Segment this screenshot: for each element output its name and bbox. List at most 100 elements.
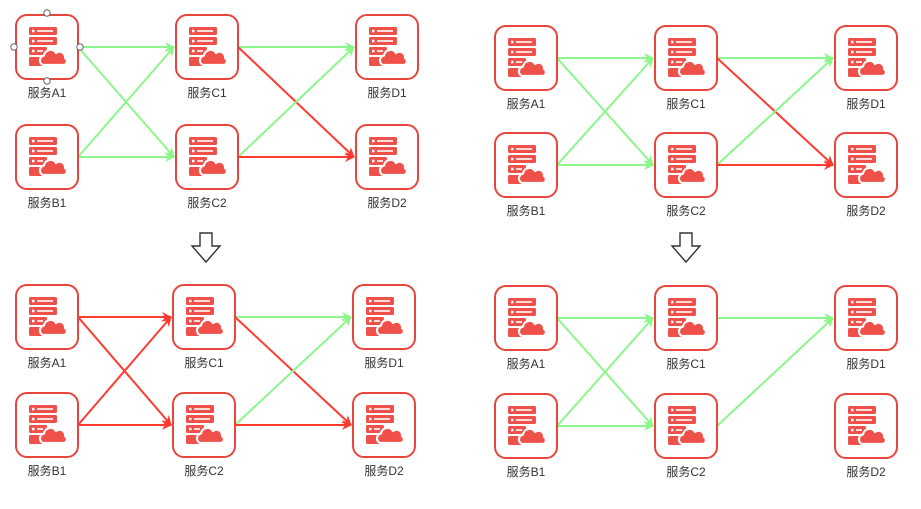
service-node-label: 服务C2 [666,464,706,479]
down-arrow-icon [670,232,702,264]
service-node-d2[interactable]: 服务D2 [352,392,416,478]
service-node-d2[interactable]: 服务D2 [834,132,898,218]
server-cloud-icon [29,27,68,67]
service-node-label: 服务D2 [364,463,404,478]
resize-handle[interactable] [43,77,51,85]
server-cloud-icon [668,145,707,185]
service-node-a1[interactable]: 服务A1 [15,14,79,100]
service-node-label: 服务D2 [367,195,407,210]
service-node-frame [494,25,558,91]
service-node-frame [494,132,558,198]
server-cloud-icon [186,297,225,337]
service-node-d1[interactable]: 服务D1 [834,285,898,371]
server-cloud-icon [29,297,68,337]
service-node-frame [834,132,898,198]
service-node-frame [15,284,79,350]
service-node-c1[interactable]: 服务C1 [175,14,239,100]
resize-handle[interactable] [76,43,84,51]
service-node-d2[interactable]: 服务D2 [834,393,898,479]
selection-handles[interactable] [10,9,84,85]
service-node-label: 服务A1 [28,85,67,100]
service-node-frame [172,284,236,350]
service-node-label: 服务C2 [187,195,227,210]
server-cloud-icon [508,298,547,338]
service-node-frame [175,14,239,80]
service-node-label: 服务B1 [507,203,546,218]
edge-failed[interactable] [77,316,172,426]
service-node-frame [175,124,239,190]
resize-handle[interactable] [43,9,51,17]
service-node-label: 服务C1 [666,356,706,371]
service-node-frame [15,124,79,190]
service-node-frame [352,392,416,458]
service-node-frame [654,393,718,459]
edge-healthy[interactable] [556,317,654,427]
service-node-label: 服务B1 [28,195,67,210]
service-node-d2[interactable]: 服务D2 [355,124,419,210]
service-node-label: 服务A1 [507,356,546,371]
server-cloud-icon [369,137,408,177]
service-node-d1[interactable]: 服务D1 [352,284,416,370]
server-cloud-icon [189,27,228,67]
service-node-c2[interactable]: 服务C2 [654,393,718,479]
edge-healthy[interactable] [716,57,834,166]
service-node-c2[interactable]: 服务C2 [654,132,718,218]
service-node-label: 服务C1 [184,355,224,370]
service-node-c1[interactable]: 服务C1 [654,285,718,371]
server-cloud-icon [369,27,408,67]
service-node-label: 服务D1 [846,96,886,111]
service-node-label: 服务B1 [28,463,67,478]
service-node-frame [15,392,79,458]
service-node-label: 服务C2 [666,203,706,218]
server-cloud-icon [508,406,547,446]
service-node-label: 服务A1 [507,96,546,111]
edge-healthy[interactable] [716,317,834,427]
service-node-c1[interactable]: 服务C1 [654,25,718,111]
service-node-c2[interactable]: 服务C2 [175,124,239,210]
service-node-b1[interactable]: 服务B1 [15,392,79,478]
edge-healthy[interactable] [556,57,654,166]
edge-healthy[interactable] [77,46,175,158]
resize-handle[interactable] [10,43,18,51]
service-node-frame [352,284,416,350]
service-node-d1[interactable]: 服务D1 [834,25,898,111]
service-node-frame [172,392,236,458]
service-node-b1[interactable]: 服务B1 [494,132,558,218]
service-node-label: 服务C2 [184,463,224,478]
service-node-c1[interactable]: 服务C1 [172,284,236,370]
service-node-label: 服务D2 [846,203,886,218]
service-node-label: 服务B1 [507,464,546,479]
server-cloud-icon [668,406,707,446]
server-cloud-icon [508,38,547,78]
server-cloud-icon [29,137,68,177]
server-cloud-icon [189,137,228,177]
service-node-label: 服务D1 [367,85,407,100]
service-node-d1[interactable]: 服务D1 [355,14,419,100]
service-node-frame [834,285,898,351]
service-node-c2[interactable]: 服务C2 [172,392,236,478]
server-cloud-icon [848,298,887,338]
server-cloud-icon [848,38,887,78]
service-node-label: 服务D1 [364,355,404,370]
service-node-b1[interactable]: 服务B1 [15,124,79,210]
service-node-frame [355,14,419,80]
service-node-frame [654,285,718,351]
edge-healthy[interactable] [234,316,352,426]
server-cloud-icon [848,406,887,446]
edge-healthy[interactable] [237,46,355,158]
server-cloud-icon [508,145,547,185]
service-node-frame [494,285,558,351]
server-cloud-icon [366,405,405,445]
service-node-frame [654,25,718,91]
server-cloud-icon [668,38,707,78]
service-node-a1[interactable]: 服务A1 [494,25,558,111]
service-node-a1[interactable]: 服务A1 [15,284,79,370]
service-node-frame [834,25,898,91]
service-node-frame [654,132,718,198]
server-cloud-icon [848,145,887,185]
service-node-frame [834,393,898,459]
server-cloud-icon [29,405,68,445]
service-node-a1[interactable]: 服务A1 [494,285,558,371]
down-arrow-icon [190,232,222,264]
service-node-b1[interactable]: 服务B1 [494,393,558,479]
